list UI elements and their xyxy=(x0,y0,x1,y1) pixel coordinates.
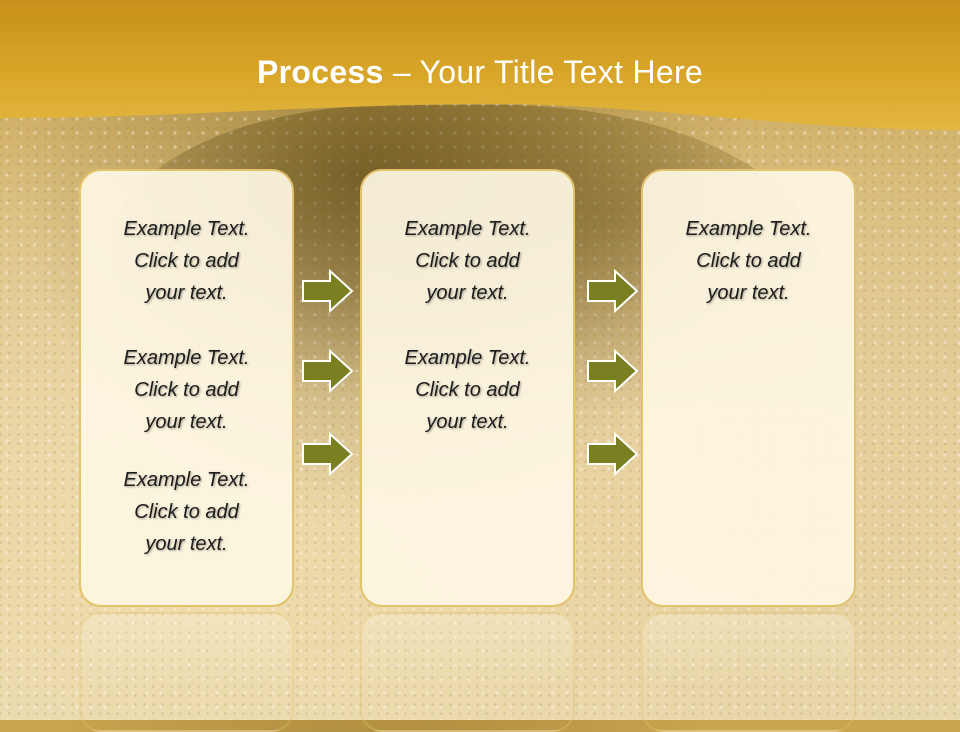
text-line: your text. xyxy=(145,282,228,304)
process-panel-2[interactable]: Example Text. Click to add your text. Ex… xyxy=(360,169,575,607)
title-bold: Process xyxy=(256,54,384,90)
text-line: Example Text. xyxy=(404,218,531,240)
text-line: your text. xyxy=(145,411,228,433)
banner-shape xyxy=(0,0,960,130)
panel-reflection xyxy=(360,612,575,732)
right-arrow-icon xyxy=(302,349,354,393)
text-line: Click to add xyxy=(134,501,239,523)
text-block[interactable]: Example Text. Click to add your text. xyxy=(362,213,573,309)
right-arrow-icon xyxy=(302,432,354,476)
panel-reflection xyxy=(641,612,856,732)
right-arrow-icon xyxy=(587,432,639,476)
panel-reflection xyxy=(79,612,294,732)
slide-title[interactable]: Process – Your Title Text Here xyxy=(0,54,960,91)
text-line: Example Text. xyxy=(123,347,250,369)
text-line: Click to add xyxy=(415,379,520,401)
text-block[interactable]: Example Text. Click to add your text. xyxy=(81,213,292,309)
text-line: your text. xyxy=(707,282,790,304)
text-line: Example Text. xyxy=(123,469,250,491)
text-line: Example Text. xyxy=(685,218,812,240)
text-line: Click to add xyxy=(134,379,239,401)
text-block[interactable]: Example Text. Click to add your text. xyxy=(643,213,854,309)
right-arrow-icon xyxy=(587,269,639,313)
text-block[interactable]: Example Text. Click to add your text. xyxy=(362,342,573,438)
right-arrow-icon xyxy=(302,269,354,313)
process-panel-3[interactable]: Example Text. Click to add your text. xyxy=(641,169,856,607)
right-arrow-icon xyxy=(587,349,639,393)
text-block[interactable]: Example Text. Click to add your text. xyxy=(81,342,292,438)
text-block[interactable]: Example Text. Click to add your text. xyxy=(81,464,292,560)
process-panel-1[interactable]: Example Text. Click to add your text. Ex… xyxy=(79,169,294,607)
text-line: Click to add xyxy=(696,250,801,272)
title-banner: Process – Your Title Text Here xyxy=(0,0,960,135)
text-line: Click to add xyxy=(415,250,520,272)
title-rest: – Your Title Text Here xyxy=(383,54,704,90)
text-line: your text. xyxy=(426,411,509,433)
text-line: your text. xyxy=(426,282,509,304)
text-line: Click to add xyxy=(134,250,239,272)
text-line: Example Text. xyxy=(404,347,531,369)
text-line: your text. xyxy=(145,533,228,555)
text-line: Example Text. xyxy=(123,218,250,240)
